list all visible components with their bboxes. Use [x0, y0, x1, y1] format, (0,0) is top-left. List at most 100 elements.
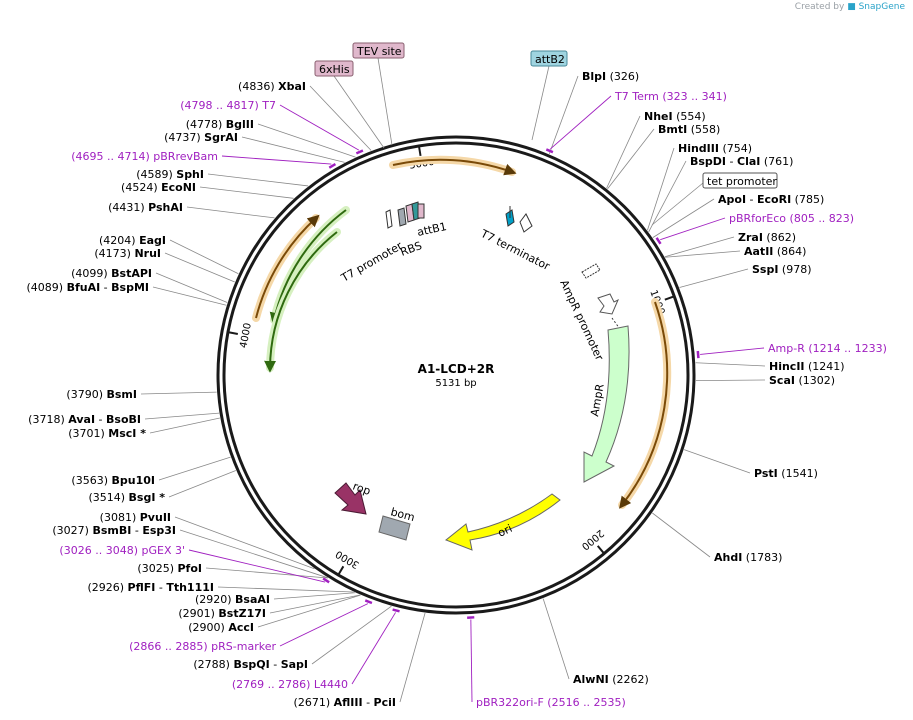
primer-leader	[550, 95, 612, 150]
primer-mark[interactable]	[322, 577, 330, 584]
bom-shape[interactable]	[378, 515, 411, 541]
primer-label[interactable]: (3026 .. 3048) pGEX 3'	[59, 544, 185, 557]
restriction-site[interactable]: (2900) AccI	[188, 621, 254, 634]
primer-label[interactable]: (4695 .. 4714) pBRrevBam	[71, 150, 218, 163]
boxed-feature-labels: TEV site 6xHis attB2 tet promoter	[314, 42, 778, 189]
restriction-site[interactable]: (2920) BsaAI	[195, 593, 270, 606]
restriction-site[interactable]: ScaI (1302)	[769, 374, 835, 387]
restriction-site[interactable]: (3718) AvaI - BsoBI	[28, 413, 141, 426]
label-attb1[interactable]: attB1	[416, 220, 448, 239]
orf-left[interactable]	[255, 214, 320, 319]
rbs-shape[interactable]	[397, 207, 407, 227]
restriction-site[interactable]: NheI (554)	[644, 110, 706, 123]
label-bom[interactable]: bom	[389, 505, 416, 524]
restriction-site[interactable]: (4778) BglII	[186, 118, 254, 131]
restriction-site[interactable]: (4431) PshAI	[108, 201, 183, 214]
restriction-site[interactable]: SspI (978)	[752, 263, 812, 276]
label-rbs[interactable]: RBS	[399, 239, 424, 259]
snapgene-logo-icon: ■	[847, 2, 856, 12]
primer-label[interactable]: pBR322ori-F (2516 .. 2535)	[476, 696, 626, 709]
orf-top[interactable]	[392, 158, 517, 176]
primer-mark[interactable]	[696, 350, 700, 359]
restriction-site[interactable]: (4173) NruI	[94, 247, 161, 260]
restriction-site[interactable]: (4089) BfuAI - BspMI	[26, 281, 149, 294]
label-ampr-promoter[interactable]: AmpR promoter	[557, 278, 606, 363]
restriction-site[interactable]: (2788) BspQI - SapI	[193, 658, 308, 671]
orf-green-2[interactable]	[264, 231, 338, 373]
restriction-site[interactable]: AatII (864)	[744, 245, 806, 258]
site-leader	[199, 186, 294, 199]
feature-leader	[651, 182, 704, 226]
his-label[interactable]: 6xHis	[319, 63, 350, 76]
t7-promoter-shape[interactable]	[385, 209, 393, 229]
primer-mark[interactable]	[355, 149, 364, 155]
restriction-site[interactable]: (3790) BsmI	[66, 388, 137, 401]
site-name: NruI	[134, 247, 161, 260]
site-position: (4204)	[99, 234, 139, 247]
restriction-site[interactable]: (4524) EcoNI	[121, 181, 196, 194]
label-rop[interactable]: rop	[351, 480, 372, 498]
ampr-shape[interactable]	[583, 325, 630, 483]
primer-mark[interactable]	[392, 608, 400, 613]
restriction-site[interactable]: (3701) MscI *	[68, 427, 146, 440]
restriction-site[interactable]: ApoI - EcoRI (785)	[718, 193, 824, 206]
restriction-site[interactable]: HindIII (754)	[678, 142, 752, 155]
site-leader	[652, 512, 711, 558]
restriction-site[interactable]: (3027) BsmBI - Esp3I	[52, 524, 176, 537]
tev-site-label[interactable]: TEV site	[356, 45, 402, 58]
site-leader	[607, 128, 655, 190]
site-name: PvuII	[140, 511, 171, 524]
restriction-site[interactable]: BspDI - ClaI (761)	[690, 155, 793, 168]
primer-mark[interactable]	[655, 237, 662, 245]
restriction-site[interactable]: (4737) SgrAI	[164, 131, 238, 144]
label-ampr[interactable]: AmpR	[588, 383, 607, 418]
site-name: BspQI	[233, 658, 269, 671]
restriction-site[interactable]: (3563) Bpu10I	[71, 474, 155, 487]
restriction-site[interactable]: PstI (1541)	[754, 467, 818, 480]
primer-mark[interactable]	[364, 599, 373, 605]
primer-label[interactable]: (2866 .. 2885) pRS-marker	[129, 640, 276, 653]
label-t7-promoter[interactable]: T7 promoter	[338, 239, 405, 285]
restriction-site[interactable]: (4099) BstAPI	[71, 267, 152, 280]
feature-leader	[377, 57, 393, 146]
restriction-site[interactable]: BmtI (558)	[658, 123, 720, 136]
site-position: (4099)	[71, 267, 111, 280]
site-position: (785)	[791, 193, 824, 206]
restriction-site[interactable]: (2901) BstZ17I	[178, 607, 266, 620]
tet-promoter-shape[interactable]	[581, 263, 601, 279]
site-position: (2901)	[178, 607, 218, 620]
restriction-site[interactable]: (3025) PfoI	[137, 562, 202, 575]
restriction-site[interactable]: AhdI (1783)	[714, 551, 782, 564]
primer-label[interactable]: Amp-R (1214 .. 1233)	[768, 342, 887, 355]
label-t7-terminator[interactable]: T7 terminator	[478, 227, 553, 274]
restriction-site[interactable]: BlpI (326)	[582, 70, 639, 83]
restriction-site[interactable]: ZraI (862)	[738, 231, 796, 244]
restriction-site[interactable]: AlwNI (2262)	[573, 673, 649, 686]
restriction-site[interactable]: (4836) XbaI	[238, 80, 306, 93]
label-ori[interactable]: ori	[496, 522, 514, 540]
primer-label[interactable]: pBRforEco (805 .. 823)	[729, 212, 854, 225]
restriction-site[interactable]: (3081) PvuII	[100, 511, 171, 524]
site-separator: -	[100, 281, 111, 294]
site-name: HindIII	[678, 142, 719, 155]
site-name: EagI	[139, 234, 166, 247]
site-position: (3790)	[66, 388, 106, 401]
restriction-site[interactable]: (4204) EagI	[99, 234, 166, 247]
ori-shape[interactable]	[445, 493, 561, 551]
primer-mark[interactable]	[545, 148, 554, 154]
primer-label[interactable]: (4798 .. 4817) T7	[180, 99, 276, 112]
tet-promoter-label[interactable]: tet promoter	[707, 175, 777, 188]
primer-mark[interactable]	[328, 162, 337, 169]
primer-label[interactable]: (2769 .. 2786) L4440	[232, 678, 348, 691]
attb2-label[interactable]: attB2	[535, 53, 565, 66]
primer-label[interactable]: T7 Term (323 .. 341)	[614, 90, 727, 103]
restriction-site[interactable]: (2671) AflIII - PciI	[294, 696, 396, 709]
restriction-site[interactable]: (2926) PflFI - Tth111I	[87, 581, 214, 594]
restriction-site[interactable]: (4589) SphI	[136, 168, 204, 181]
restriction-site[interactable]: HincII (1241)	[769, 360, 845, 373]
orf-right[interactable]	[619, 301, 669, 509]
ampr-promoter-shape[interactable]	[597, 293, 619, 315]
restriction-site[interactable]: (3514) BsgI *	[88, 491, 165, 504]
rop-shape[interactable]	[334, 482, 367, 515]
